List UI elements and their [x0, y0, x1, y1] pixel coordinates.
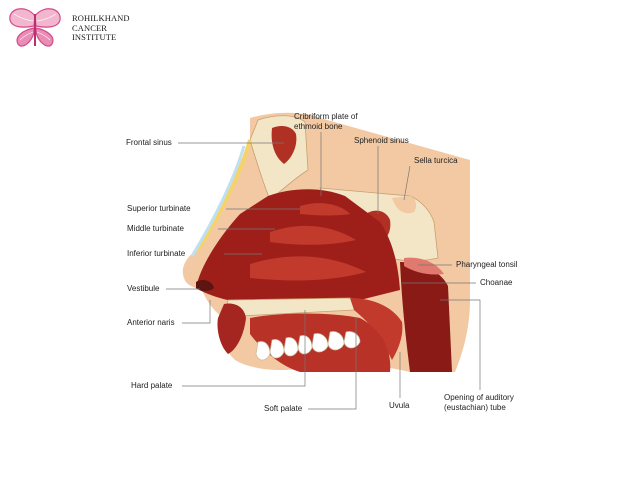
- label-soft-palate: Soft palate: [264, 404, 303, 413]
- leader-lines: [166, 132, 481, 410]
- upper-lip: [217, 303, 246, 354]
- label-auditory-tube: Opening of auditory (eustachian) tube: [444, 393, 514, 413]
- label-inferior-turbinate: Inferior turbinate: [127, 249, 186, 258]
- label-sphenoid-sinus: Sphenoid sinus: [354, 136, 409, 145]
- leader-auditory-tube: [440, 299, 481, 390]
- label-vestibule: Vestibule: [127, 284, 160, 293]
- soft-palate-shape: [350, 298, 403, 360]
- brand-name: ROHILKHAND CANCER INSTITUTE: [72, 13, 130, 43]
- label-frontal-sinus: Frontal sinus: [126, 138, 172, 147]
- label-cribriform-line-1: Cribriform plate of: [294, 112, 358, 121]
- nasal-lining: [190, 145, 246, 257]
- label-auditory-line-2: (eustachian) tube: [444, 403, 506, 412]
- sella-turcica-shape: [392, 196, 417, 214]
- middle-turbinate-shape: [270, 225, 356, 245]
- label-cribriform-plate: Cribriform plate of ethmoid bone: [294, 112, 358, 132]
- brand-line-2: CANCER: [72, 22, 108, 33]
- pharyngeal-tonsil-shape: [404, 257, 444, 275]
- butterfly-icon: [9, 8, 61, 47]
- frontal-sinus-cavity: [271, 126, 297, 164]
- pharynx: [400, 262, 452, 372]
- leader-anterior-naris: [182, 300, 211, 324]
- label-anterior-naris: Anterior naris: [127, 318, 175, 327]
- anterior-naris-shape: [196, 280, 214, 291]
- brand-line-3: INSTITUTE: [72, 32, 117, 42]
- leader-sella-turcica: [403, 165, 411, 201]
- label-uvula: Uvula: [389, 401, 410, 410]
- label-superior-turbinate: Superior turbinate: [127, 204, 191, 213]
- brand-line-1: ROHILKHAND: [72, 13, 130, 23]
- leader-soft-palate: [308, 318, 357, 410]
- label-sella-turcica: Sella turcica: [414, 156, 458, 165]
- nasal-cartilage: [196, 139, 252, 252]
- superior-turbinate-shape: [300, 203, 350, 216]
- label-auditory-line-1: Opening of auditory: [444, 393, 514, 402]
- label-pharyngeal-tonsil: Pharyngeal tonsil: [456, 260, 518, 269]
- brand-logo: ROHILKHAND CANCER INSTITUTE: [6, 6, 156, 50]
- inferior-turbinate-shape: [250, 256, 366, 281]
- label-middle-turbinate: Middle turbinate: [127, 224, 184, 233]
- label-cribriform-line-2: ethmoid bone: [294, 122, 343, 131]
- upper-teeth: [255, 331, 361, 361]
- leader-hard-palate: [182, 310, 306, 387]
- label-choanae: Choanae: [480, 278, 513, 287]
- label-hard-palate: Hard palate: [131, 381, 173, 390]
